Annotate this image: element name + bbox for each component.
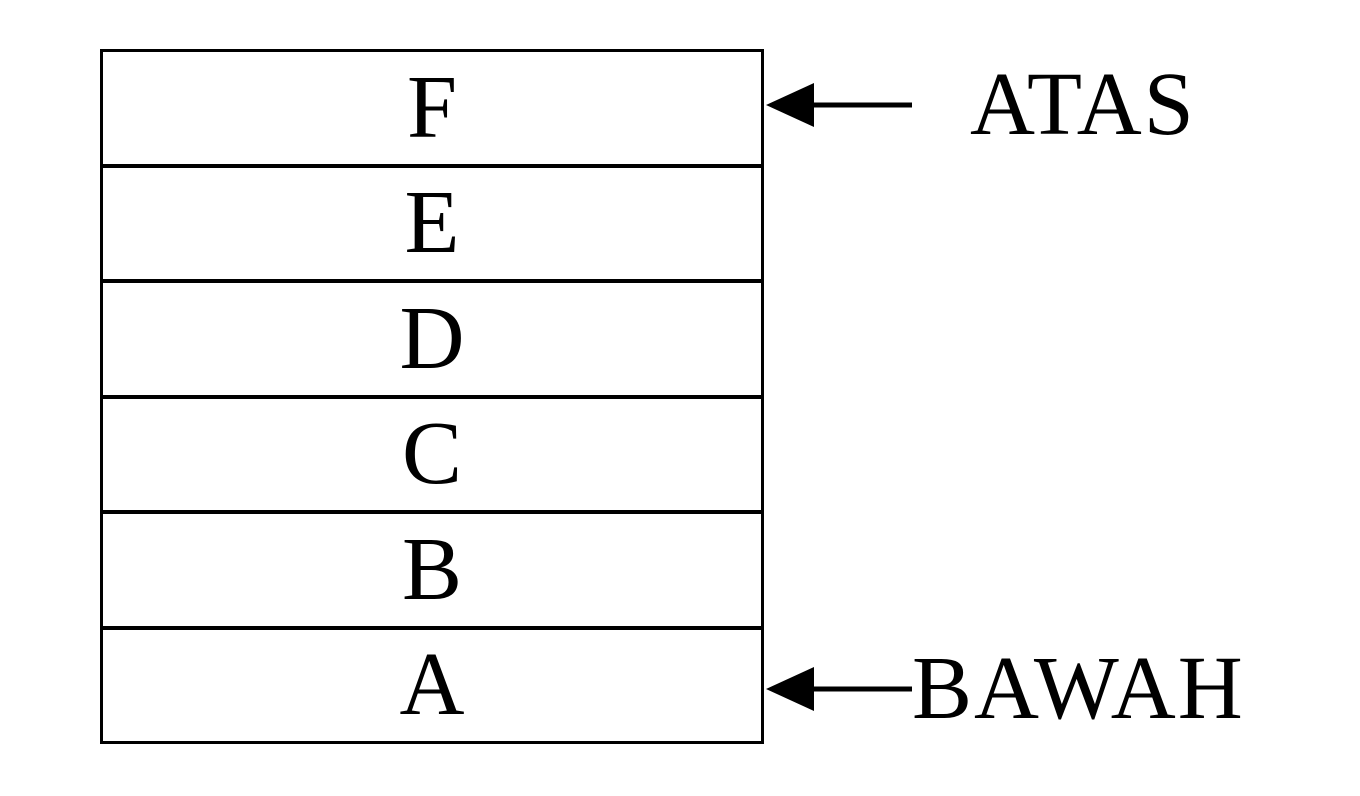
left-arrow-icon	[766, 83, 912, 127]
bottom-pointer-label: BAWAH	[912, 639, 1245, 738]
stack-cell-b: B	[103, 514, 761, 630]
stack-cell-f: F	[103, 52, 761, 168]
stack-cell-c: C	[103, 399, 761, 514]
top-pointer: ATAS	[766, 60, 1196, 150]
top-pointer-label: ATAS	[970, 55, 1196, 154]
stack-cell-d: D	[103, 283, 761, 399]
left-arrow-icon	[766, 667, 912, 711]
stack-diagram: F E D C B A	[100, 49, 764, 744]
stack-cell-e: E	[103, 168, 761, 283]
stack-cell-a: A	[399, 635, 465, 735]
bottom-pointer: BAWAH	[766, 644, 1245, 734]
